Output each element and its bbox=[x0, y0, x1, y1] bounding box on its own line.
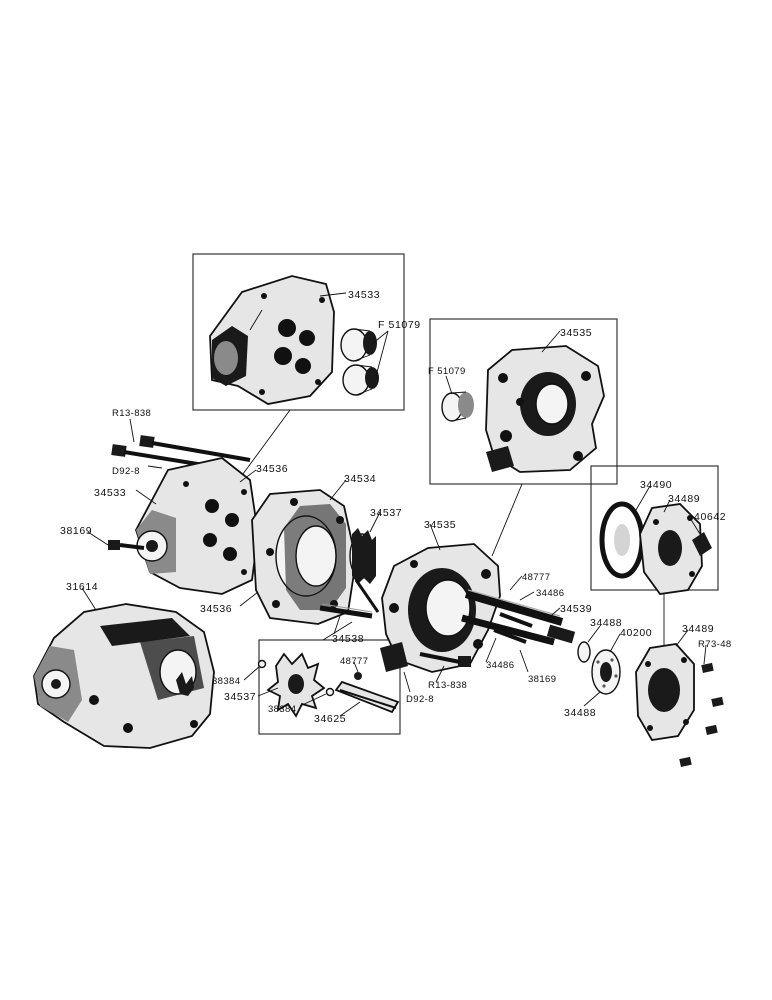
label-34625: 34625 bbox=[314, 713, 346, 725]
part-48777-key-lower bbox=[354, 672, 362, 680]
label-34489-upper: 34489 bbox=[668, 493, 700, 505]
part-34625-sleeve bbox=[334, 680, 400, 714]
part-34486-shafts bbox=[461, 589, 576, 646]
label-34489-lower: 34489 bbox=[682, 623, 714, 635]
leader-lines bbox=[81, 292, 707, 717]
label-38169-left: 38169 bbox=[60, 525, 92, 537]
label-34488-lower: 34488 bbox=[564, 707, 596, 719]
part-34490-seal bbox=[599, 501, 645, 579]
bolt-r13-838-right bbox=[419, 612, 533, 667]
part-34537-gear-upper bbox=[349, 528, 380, 613]
label-38384-left: 38384 bbox=[212, 676, 240, 687]
part-34537-gear-lower bbox=[266, 652, 326, 718]
label-34488-upper: 34488 bbox=[590, 617, 622, 629]
part-34533-inset-housing bbox=[209, 275, 335, 405]
label-34538: 34538 bbox=[332, 633, 364, 645]
inset-box-bottom bbox=[258, 639, 401, 735]
inset-connector-top-left bbox=[239, 409, 291, 479]
part-34535-inset-body bbox=[485, 345, 605, 473]
label-f51079-right: F 51079 bbox=[428, 366, 466, 377]
label-r13-838-left: R13-838 bbox=[112, 408, 151, 419]
label-r73-48: R73-48 bbox=[698, 639, 732, 650]
label-d92-8-left: D92-8 bbox=[112, 466, 140, 477]
label-34536-upper: 34536 bbox=[256, 463, 288, 475]
label-f51079-top: F 51079 bbox=[378, 319, 421, 331]
label-48777-upper: 48777 bbox=[522, 572, 550, 583]
label-40200: 40200 bbox=[620, 627, 652, 639]
label-48777-lower: 48777 bbox=[340, 656, 368, 667]
part-31614-assembled-pump bbox=[33, 603, 215, 749]
part-34535-body bbox=[380, 543, 501, 673]
label-34536-lower: 34536 bbox=[200, 603, 232, 615]
label-31614: 31614 bbox=[66, 581, 98, 593]
label-34490: 34490 bbox=[640, 479, 672, 491]
label-34486-lower: 34486 bbox=[486, 660, 514, 671]
label-40642: 40642 bbox=[694, 511, 726, 523]
screws-r73-48 bbox=[679, 662, 724, 767]
inset-box-top-right bbox=[429, 318, 618, 485]
label-34537-upper: 34537 bbox=[370, 507, 402, 519]
label-38169-bottom: 38169 bbox=[528, 674, 556, 685]
labels: 34533 F 51079 34535 F 51079 R13-838 D92-… bbox=[60, 289, 732, 725]
label-34535-top: 34535 bbox=[560, 327, 592, 339]
part-34538-shaft bbox=[319, 603, 373, 619]
label-34533-top: 34533 bbox=[348, 289, 380, 301]
part-34488-seal bbox=[577, 641, 621, 695]
label-34534: 34534 bbox=[344, 473, 376, 485]
label-r13-838-bottom: R13-838 bbox=[428, 680, 467, 691]
part-34489-end-cover bbox=[635, 643, 695, 741]
part-34489-cover-inset bbox=[639, 503, 703, 595]
label-34486-upper: 34486 bbox=[536, 588, 564, 599]
inset-box-right bbox=[590, 465, 719, 591]
bearing-f51079-inset-upper bbox=[340, 328, 377, 362]
inset-connector-bottom bbox=[322, 621, 353, 641]
part-34534-ring bbox=[284, 504, 346, 610]
label-d92-8-bottom: D92-8 bbox=[406, 694, 434, 705]
label-34537-lower: 34537 bbox=[224, 691, 256, 703]
bearing-f51079-inset-right bbox=[441, 391, 474, 422]
label-38384-bottom: 38384 bbox=[268, 704, 296, 715]
part-38384-pin bbox=[257, 659, 335, 697]
part-34533-housing bbox=[135, 457, 259, 595]
label-34533-left: 34533 bbox=[94, 487, 126, 499]
inset-box-top-left bbox=[192, 253, 405, 411]
label-34539: 34539 bbox=[560, 603, 592, 615]
part-40642-key bbox=[692, 532, 712, 556]
bearing-f51079-inset-lower bbox=[342, 364, 379, 396]
bolt-38169-left bbox=[108, 540, 145, 550]
label-34535-mid: 34535 bbox=[424, 519, 456, 531]
inset-connector-top-right bbox=[491, 483, 523, 557]
